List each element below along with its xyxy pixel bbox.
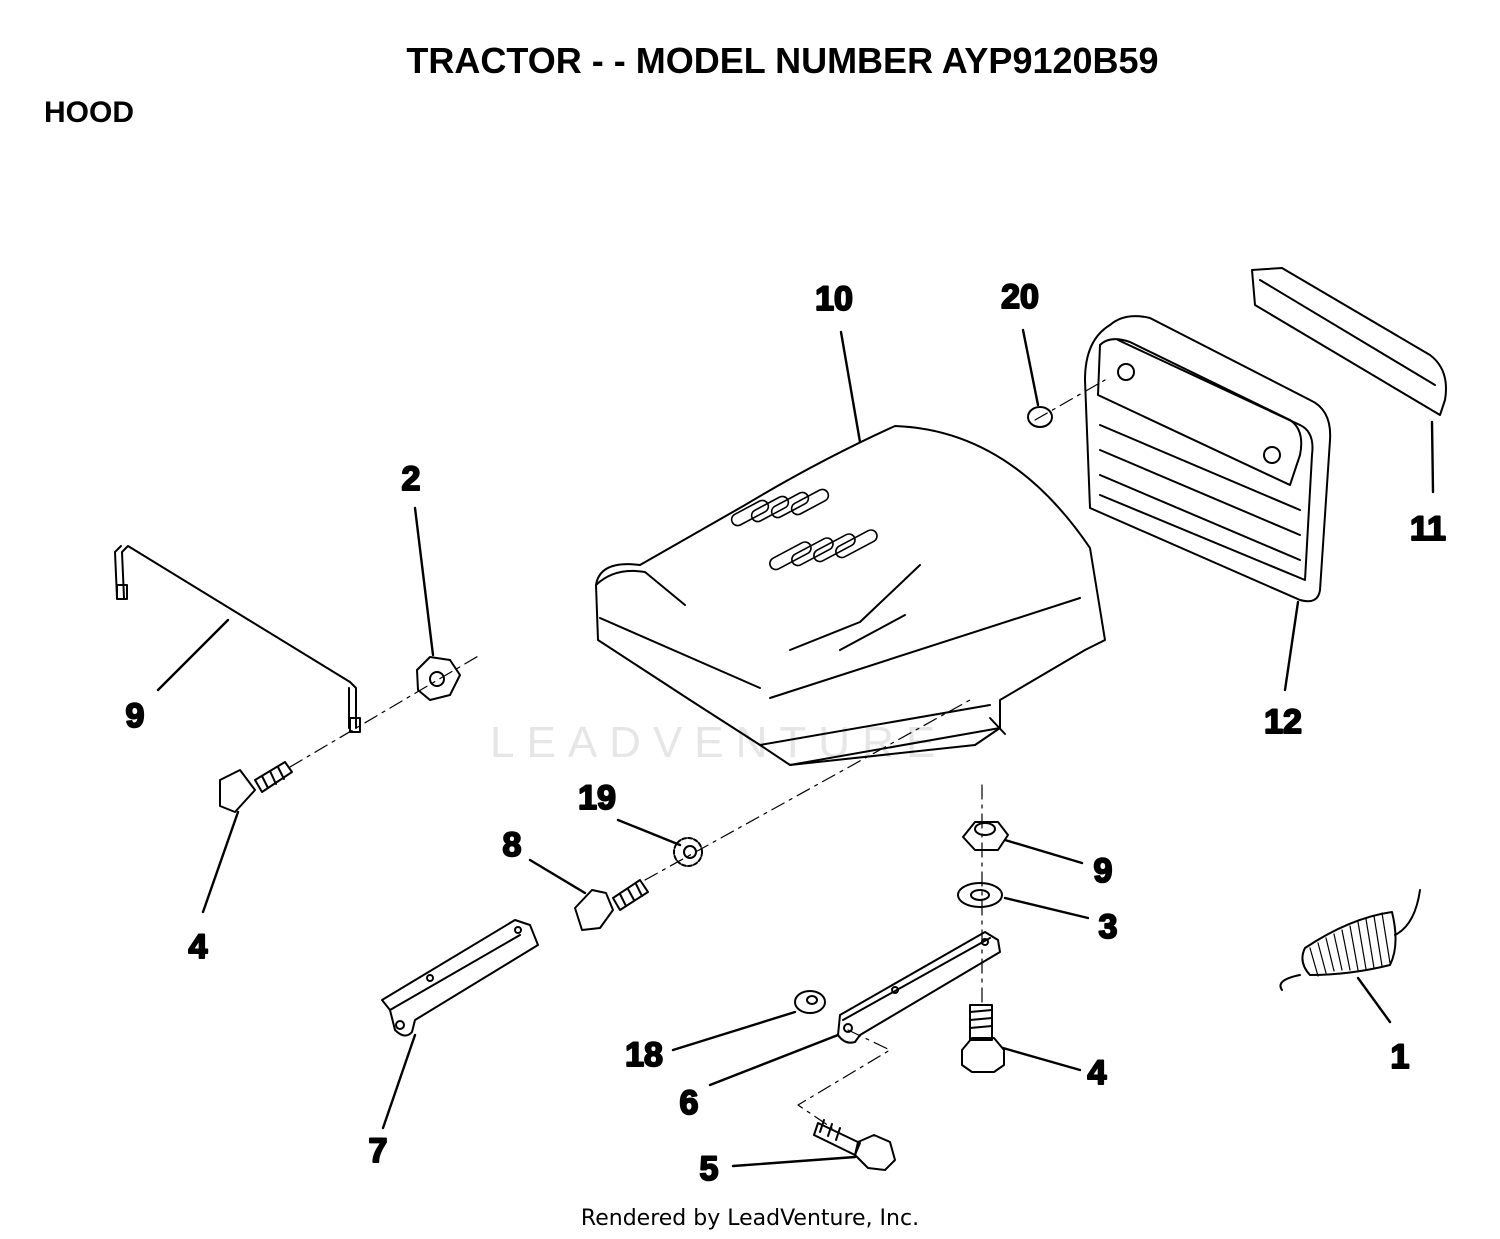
flange-bolt-part[interactable] — [574, 879, 649, 931]
callout-3: 3 — [1099, 908, 1118, 946]
nut-part[interactable] — [416, 656, 461, 701]
callout-9: 9 — [1094, 852, 1113, 890]
hood-part[interactable] — [595, 425, 1106, 766]
bracket-part-7[interactable] — [381, 919, 539, 1037]
callout-12: 11 — [1410, 510, 1446, 548]
callout-7: 7 — [369, 1132, 388, 1170]
callout-19: 19 — [578, 779, 616, 817]
callout-2: 2 — [402, 460, 421, 498]
spring-coils — [1309, 912, 1391, 977]
hood-vents — [730, 488, 878, 571]
nut-part-9[interactable] — [962, 821, 1009, 851]
watermark: LEADVENTURE — [490, 718, 948, 767]
callout-1: 1 — [1391, 1038, 1410, 1076]
callout-4-right: 4 — [1088, 1054, 1107, 1092]
callout-4-left: 4 — [189, 928, 208, 966]
callout-8: 8 — [503, 826, 522, 864]
callout-6: 6 — [680, 1084, 699, 1122]
spring-part[interactable] — [1279, 889, 1421, 991]
callout-18: 18 — [625, 1036, 663, 1074]
hood-rod-part[interactable] — [114, 545, 361, 733]
callout-11: 10 — [815, 280, 853, 318]
plug-part[interactable] — [1027, 406, 1053, 428]
callout-20: 20 — [1001, 278, 1039, 316]
callout-13: 12 — [1264, 703, 1302, 741]
lock-washer-part[interactable] — [673, 837, 703, 867]
bolt-part-left[interactable] — [219, 761, 293, 813]
grille-part[interactable] — [1084, 315, 1332, 603]
flat-washer-part[interactable] — [794, 990, 826, 1014]
callout-5: 5 — [700, 1150, 719, 1188]
callout-labels: 10 20 11 12 2 9 4 19 8 9 3 1 18 6 4 5 7 — [125, 277, 1447, 1189]
lens-part[interactable] — [1251, 267, 1447, 416]
leader-lines — [156, 328, 1435, 1168]
bolt-part-right[interactable] — [961, 1004, 1005, 1073]
washer-part[interactable] — [957, 882, 1003, 908]
center-lines — [289, 379, 1106, 1129]
section-title: HOOD — [44, 96, 134, 129]
footer-credit: Rendered by LeadVenture, Inc. — [580, 1206, 920, 1231]
shoulder-bolt-part[interactable] — [813, 1119, 896, 1171]
page-title: TRACTOR - - MODEL NUMBER AYP9120B59 — [406, 40, 1159, 81]
bracket-part-6[interactable] — [837, 931, 1001, 1044]
callout-10: 9 — [126, 697, 145, 735]
